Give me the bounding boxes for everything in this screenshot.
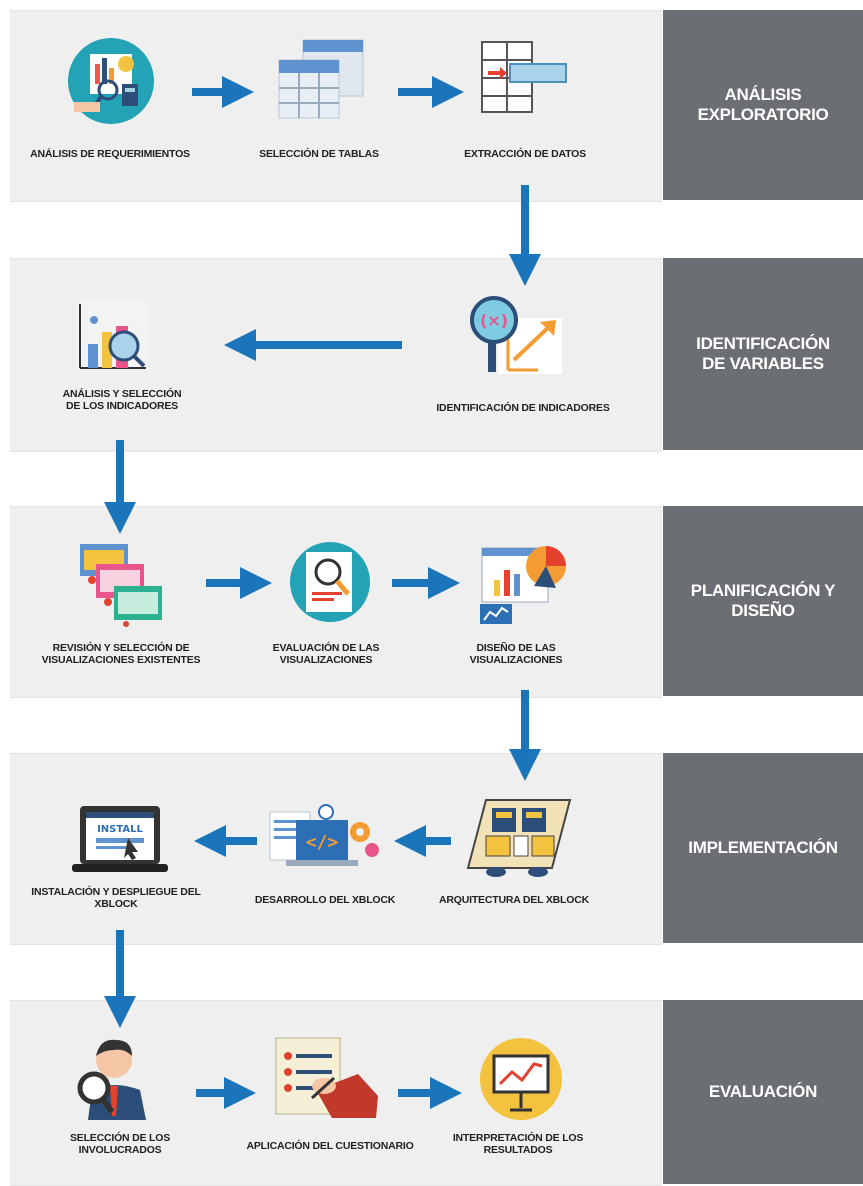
phase-title-text: ANÁLISIS EXPLORATORIO bbox=[697, 85, 829, 124]
stakeholder-search-icon bbox=[77, 1039, 146, 1120]
step-label: ANÁLISIS DE REQUERIMIENTOS bbox=[30, 148, 190, 160]
svg-text:(×): (×) bbox=[480, 311, 508, 330]
phase-title-text: EVALUACIÓN bbox=[708, 1082, 818, 1101]
install-laptop-icon: INSTALL bbox=[72, 806, 168, 872]
step-label: SELECCIÓN DE LOS INVOLUCRADOS bbox=[69, 1132, 171, 1156]
architecture-icon bbox=[466, 799, 572, 877]
step-label: DESARROLLO DEL XBLOCK bbox=[254, 894, 396, 906]
step-label: EXTRACCIÓN DE DATOS bbox=[464, 148, 586, 160]
phase-title-text: IDENTIFICACIÓN DE VARIABLES bbox=[696, 334, 830, 373]
phase-title-evaluacion: EVALUACIÓN bbox=[663, 1000, 863, 1184]
results-chart-icon bbox=[480, 1038, 562, 1120]
install-text: INSTALL bbox=[97, 824, 143, 835]
phase-title-text: PLANIFICACIÓN Y DISEÑO bbox=[690, 581, 836, 620]
svg-text:</>: </> bbox=[306, 832, 339, 853]
step-label: INTERPRETACIÓN DE LOS RESULTADOS bbox=[452, 1132, 584, 1156]
step-label: APLICACIÓN DEL CUESTIONARIO bbox=[246, 1140, 414, 1152]
step-label: IDENTIFICACIÓN DE INDICADORES bbox=[436, 402, 610, 414]
step-label: INSTALACIÓN Y DESPLIEGUE DEL XBLOCK bbox=[31, 886, 201, 910]
step-label: ANÁLISIS Y SELECCIÓN DE LOS INDICADORES bbox=[62, 388, 182, 412]
data-extraction-icon bbox=[481, 41, 567, 113]
visualization-design-icon bbox=[480, 546, 566, 624]
step-label: REVISIÓN Y SELECCIÓN DE VISUALIZACIONES … bbox=[41, 642, 201, 666]
questionnaire-icon bbox=[275, 1037, 378, 1118]
phase-title-exploratorio: ANÁLISIS EXPLORATORIO bbox=[663, 10, 863, 200]
code-development-icon: </> bbox=[269, 804, 379, 866]
step-label: SELECCIÓN DE TABLAS bbox=[259, 148, 379, 160]
indicator-analysis-icon bbox=[76, 300, 148, 370]
phase-title-planificacion: PLANIFICACIÓN Y DISEÑO bbox=[663, 506, 863, 696]
indicator-identification-icon: (×) bbox=[470, 296, 562, 374]
step-label: EVALUACIÓN DE LAS VISUALIZACIONES bbox=[272, 642, 380, 666]
phase-title-implementacion: IMPLEMENTACIÓN bbox=[663, 753, 863, 943]
phase-title-text: IMPLEMENTACIÓN bbox=[688, 838, 838, 857]
phase-title-variables: IDENTIFICACIÓN DE VARIABLES bbox=[663, 258, 863, 450]
table-selection-icon bbox=[278, 39, 364, 119]
requirements-analysis-icon bbox=[68, 38, 154, 124]
step-label: DISEÑO DE LAS VISUALIZACIONES bbox=[469, 642, 563, 666]
visualization-evaluation-icon bbox=[290, 542, 370, 622]
step-label: ARQUITECTURA DEL XBLOCK bbox=[439, 894, 589, 906]
visualization-review-icon bbox=[80, 544, 162, 627]
